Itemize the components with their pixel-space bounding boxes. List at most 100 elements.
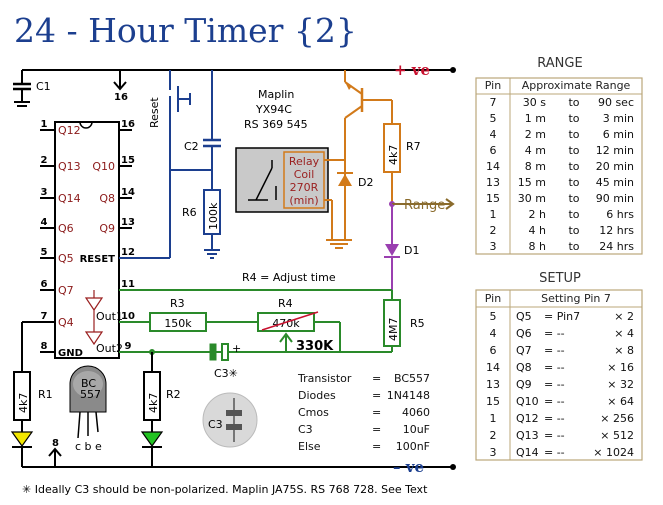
r1-label: R1 [38, 388, 53, 401]
parts-key: Cmos [298, 406, 329, 419]
range-title: RANGE [537, 56, 582, 71]
table-cell: = -- [544, 412, 565, 425]
parts-eq: = [372, 440, 381, 453]
coil-text-1: Relay [289, 155, 320, 168]
table-header-desc: Approximate Range [522, 79, 631, 92]
coil-text-4: (min) [289, 194, 318, 207]
table-cell: = -- [544, 378, 565, 391]
table-cell: to [568, 160, 579, 173]
table-cell: Q10 [516, 395, 539, 408]
table-cell: × 8 [614, 344, 634, 357]
led-green [140, 431, 164, 448]
parts-key: C3 [298, 423, 313, 436]
table-cell: to [568, 96, 579, 109]
r2-label: R2 [166, 388, 181, 401]
ic-right-pin-num: 13 [121, 217, 135, 228]
table-cell: = -- [544, 446, 565, 459]
table-cell-pin: 15 [486, 395, 500, 408]
reset-label: Reset [148, 97, 161, 128]
table-cell: 45 min [596, 176, 634, 189]
table-cell: × 16 [607, 361, 634, 374]
ic-right-pin-num: 11 [121, 279, 135, 290]
table-cell-pin: 15 [486, 192, 500, 205]
table-cell: 30 s [523, 96, 546, 109]
table-cell: = -- [544, 361, 565, 374]
ic-right-pin-num: 15 [121, 155, 135, 166]
negative-label: – ve [393, 458, 424, 476]
table-cell: × 512 [600, 429, 634, 442]
pin16-label: 16 [114, 92, 128, 103]
pin8-label: 8 [52, 438, 59, 449]
out2-label: Out2 [96, 342, 123, 355]
r5-value: 4M7 [387, 318, 400, 342]
table-cell: 6 hrs [606, 208, 634, 221]
r2-value: 4k7 [147, 393, 160, 413]
table-cell: × 1024 [593, 446, 634, 459]
table-cell: = Pin7 [544, 310, 580, 323]
setup-title: SETUP [539, 271, 581, 286]
ic-right-pin-name: Q8 [99, 192, 115, 205]
c3-nonpolar-picture [202, 392, 258, 448]
parts-value: 4060 [402, 406, 430, 419]
table-cell-pin: 3 [490, 240, 497, 253]
parts-eq: = [372, 389, 381, 402]
table-cell: 1 m [525, 112, 546, 125]
out1-label: Out1 [96, 310, 123, 323]
ic-left-pin-name: Q7 [58, 284, 74, 297]
table-cell: 3 min [603, 112, 634, 125]
table-cell: to [568, 208, 579, 221]
parts-list: Transistor=BC557Diodes=1N4148Cmos=4060C3… [297, 372, 430, 453]
positive-label: + ve [394, 61, 430, 79]
d1-label: D1 [404, 244, 419, 257]
parts-key: Diodes [298, 389, 336, 402]
ic-left-pin-num: 6 [41, 279, 48, 290]
ic-right-pin-num: 10 [121, 311, 135, 322]
ic-left-pin-name: Q5 [58, 252, 74, 265]
relay-line2: YX94C [255, 103, 292, 116]
transistor-package [69, 365, 107, 439]
table-cell-pin: 2 [490, 224, 497, 237]
table-cell: 12 hrs [599, 224, 634, 237]
table-cell: Q8 [516, 361, 532, 374]
ic-left-pin-num: 8 [41, 341, 48, 352]
table-cell: × 2 [614, 310, 634, 323]
coil-text-3: 270R [290, 181, 319, 194]
r7-label: R7 [406, 140, 421, 153]
r1-value: 4k7 [17, 393, 30, 413]
ic-left-pin-name: Q4 [58, 316, 74, 329]
ic-left-pin-name: GND [58, 348, 83, 359]
relay-coil [283, 151, 325, 209]
ic-left-pin-name: Q14 [58, 192, 81, 205]
r3-label: R3 [170, 297, 185, 310]
table-cell-pin: 14 [486, 160, 500, 173]
table-cell-pin: 6 [490, 344, 497, 357]
d2-label: D2 [358, 176, 373, 189]
parts-eq: = [372, 372, 381, 385]
table-cell: 8 h [529, 240, 546, 253]
coil-text-2: Coil [294, 168, 315, 181]
led-yellow [10, 431, 34, 448]
relay-line3: RS 369 545 [244, 118, 308, 131]
table-cell: to [568, 176, 579, 189]
footnote: ✳ Ideally C3 should be non-polarized. Ma… [22, 483, 428, 496]
table-cell: = -- [544, 429, 565, 442]
ic-left-pin-num: 2 [41, 155, 48, 166]
table-cell-pin: 14 [486, 361, 500, 374]
c3-picture-label: C3 [208, 418, 223, 431]
ic-right-pin-name: Q10 [92, 160, 115, 173]
ic-right-pin-num: 14 [121, 187, 135, 198]
table-cell: Q9 [516, 378, 532, 391]
table-cell: × 64 [607, 395, 634, 408]
table-cell: Q7 [516, 344, 532, 357]
c1-label: C1 [36, 80, 51, 93]
diagram-title: 24 - Hour Timer {2} [14, 11, 357, 50]
table-cell: × 4 [614, 327, 634, 340]
ic-left-pin-num: 1 [41, 119, 48, 130]
range-label: Range [404, 198, 445, 213]
parts-eq: = [372, 406, 381, 419]
cbe-label: c b e [75, 440, 102, 453]
table-cell: Q14 [516, 446, 539, 459]
r7-value: 4k7 [387, 145, 400, 165]
